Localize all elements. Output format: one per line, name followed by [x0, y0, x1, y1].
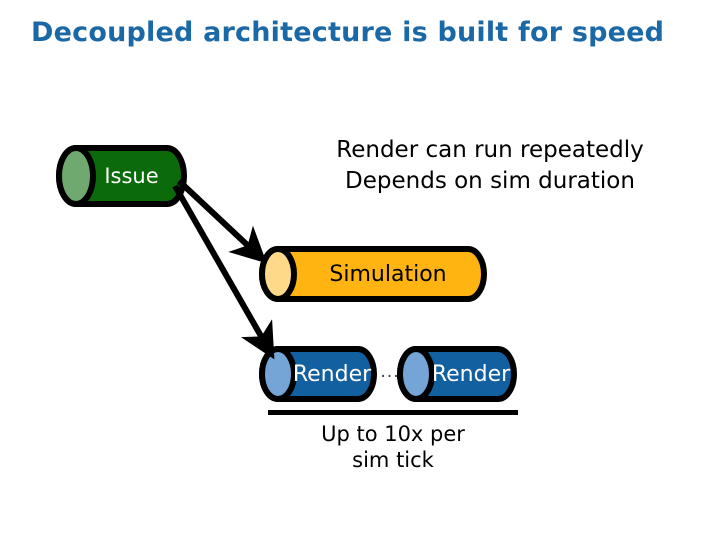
node-simulation[interactable]: Simulation [256, 246, 492, 302]
node-render-1[interactable]: Render [256, 346, 382, 402]
node-issue[interactable]: Issue [56, 145, 187, 207]
cylinder-shape-issue [56, 145, 187, 207]
render-note-text: Render can run repeatedly Depends on sim… [336, 137, 644, 194]
connector-issue-to-render [172, 184, 275, 360]
connector-issue-to-simulation [176, 178, 267, 264]
tick-note-text: Up to 10x per sim tick [321, 422, 465, 472]
page-title: Decoupled architecture is built for spee… [31, 17, 665, 48]
cylinder-shape-simulation [259, 246, 487, 302]
cylinder-shape-render-1 [259, 346, 377, 402]
cylinder-shape-render-2 [397, 346, 517, 402]
render-ellipsis: ... [380, 362, 400, 382]
render-span-rule [268, 410, 518, 415]
node-render-2[interactable]: Render [394, 346, 522, 402]
